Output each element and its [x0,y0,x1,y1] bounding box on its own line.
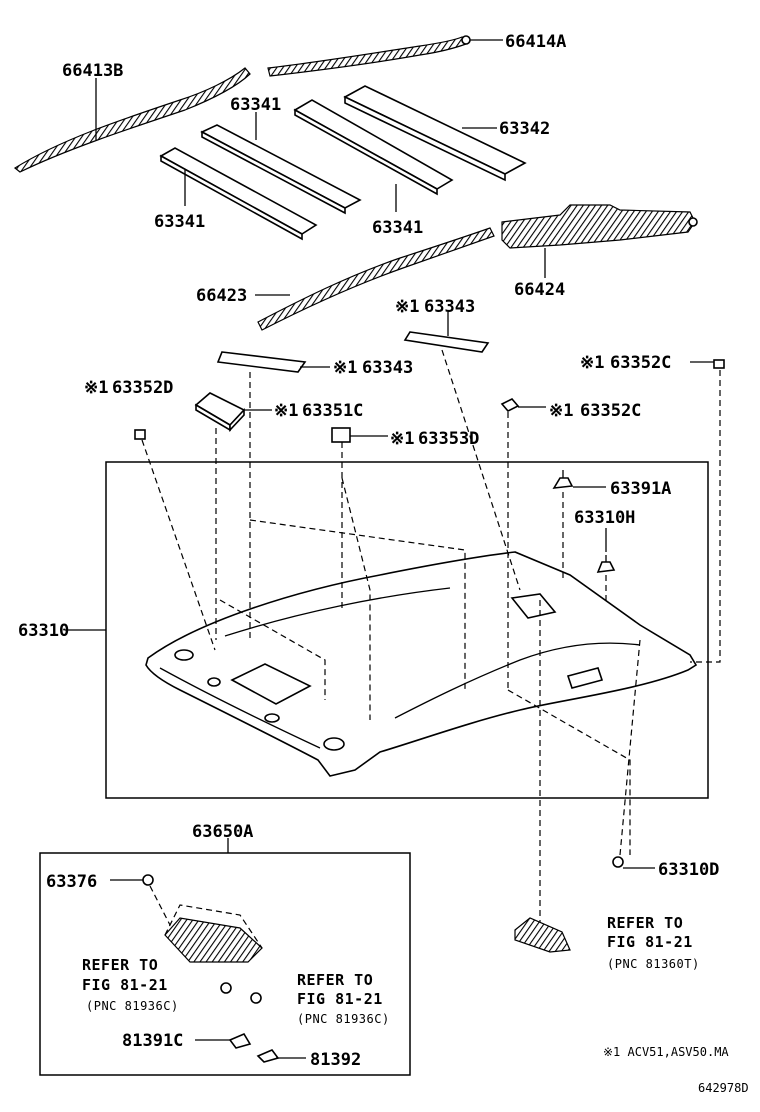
label-66424: 66424 [514,280,565,300]
ref2-line3: (PNC 81936C) [297,1012,390,1026]
note-mark-63352D: ※1 [84,378,108,398]
label-63352C-right: 63352C [610,353,671,373]
clip-63310D [612,856,624,868]
label-66413B: 66413B [62,61,123,81]
label-63352D: 63352D [112,378,173,398]
block-63353D [331,427,351,443]
label-63343-upper: 63343 [424,297,475,317]
note-mark-63352C-right: ※1 [580,353,604,373]
bulb-right [250,992,262,1004]
label-63376: 63376 [46,872,97,892]
part-81392 [256,1049,280,1063]
label-63352C-middle: 63352C [580,401,641,421]
absorber-strip-63341-left [159,147,318,241]
ref1-line3: (PNC 81936C) [86,999,179,1013]
block-63351C [194,392,246,433]
label-63310H: 63310H [574,508,635,528]
clip-63352C-right [713,359,725,369]
label-63351C: 63351C [302,401,363,421]
wire-harness-66424 [501,204,698,249]
roof-headliner-63310 [145,551,698,777]
clip-63391A [552,470,574,489]
label-63650A: 63650A [192,822,253,842]
part-81391C [228,1032,252,1049]
label-63343-lower: 63343 [362,358,413,378]
ref3-line3: (PNC 81360T) [607,957,700,971]
clip-63352C-middle [500,398,520,412]
label-81392: 81392 [310,1050,361,1070]
label-63310D: 63310D [658,860,719,880]
screw-63376 [142,874,154,886]
label-63341-right: 63341 [372,218,423,238]
label-81391C: 81391C [122,1031,183,1051]
note-mark-63343-lower: ※1 [333,358,357,378]
note-mark-63352C-middle: ※1 [549,401,573,421]
clip-63310H [596,555,616,573]
footnote: ※1 ACV51,ASV50.MA [603,1045,729,1059]
pad-63343-upper [403,331,490,353]
absorber-strip-63342 [343,85,527,182]
note-mark-63353D: ※1 [390,429,414,449]
absorber-strip-63341-right [293,99,454,196]
clip-63352D [134,429,146,440]
map-lamp-63650A [164,904,263,963]
note-mark-63343-upper: ※1 [395,297,419,317]
figure-code: 642978D [698,1081,749,1095]
absorber-strip-63341-middle [200,124,362,215]
label-63341-top: 63341 [230,95,281,115]
label-63342: 63342 [499,119,550,139]
ref2-line1: REFER TO [297,971,373,989]
wire-harness-66413B [13,67,251,173]
label-63310: 63310 [18,621,69,641]
pad-63343-lower [216,351,307,373]
wire-harness-66423 [257,227,495,331]
ref1-line1: REFER TO [82,956,158,974]
ref3-line1: REFER TO [607,914,683,932]
label-66423: 66423 [196,286,247,306]
ref2-line2: FIG 81-21 [297,990,383,1008]
label-63391A: 63391A [610,479,671,499]
ref3-line2: FIG 81-21 [607,933,693,951]
label-63341-left: 63341 [154,212,205,232]
map-lamp-frame [39,852,411,1076]
ref1-line2: FIG 81-21 [82,976,168,994]
note-mark-63351C: ※1 [274,401,298,421]
wire-harness-66414A [267,35,471,77]
label-63353D: 63353D [418,429,479,449]
label-66414A: 66414A [505,32,566,52]
room-lamp [514,917,571,953]
bulb-left [220,982,232,994]
